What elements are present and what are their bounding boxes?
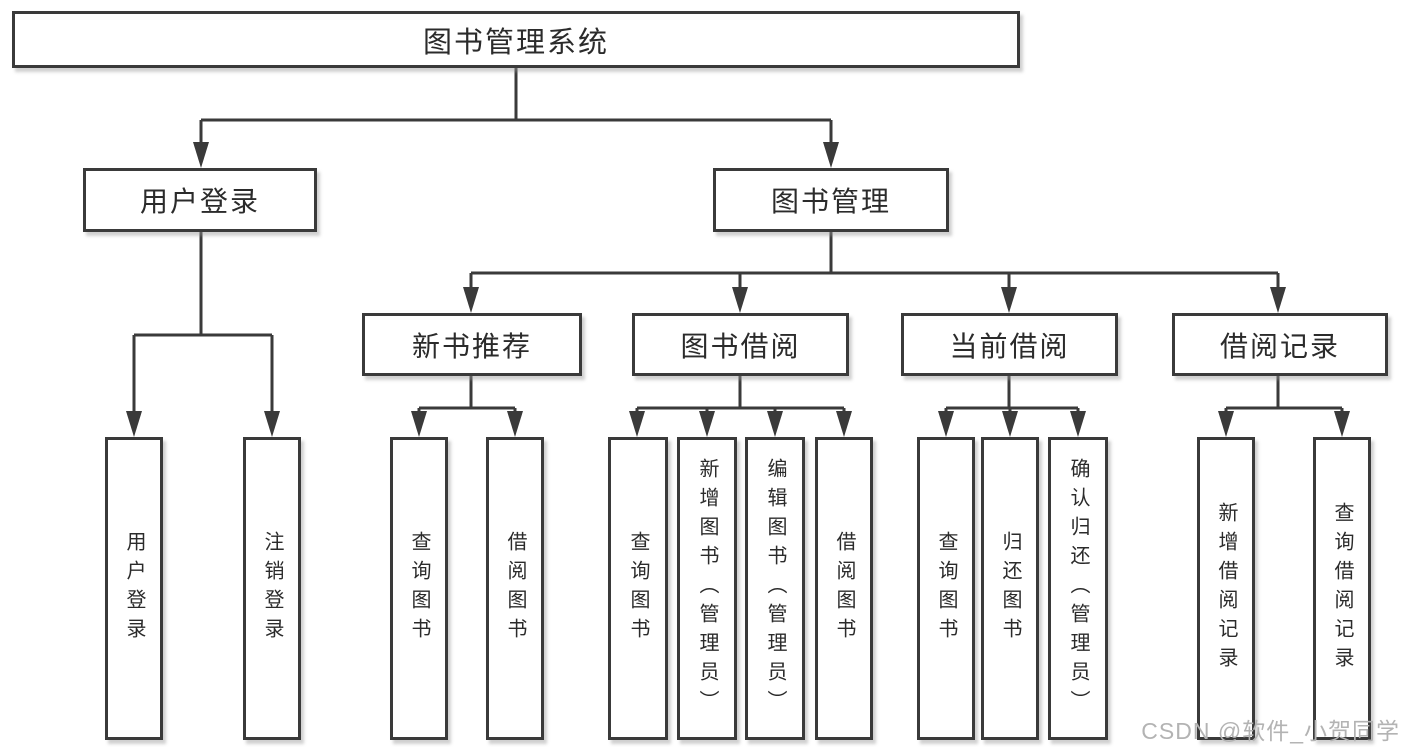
- node-leaf-query-books-recommend: 查询图书: [390, 437, 448, 740]
- node-label: 图书管理系统: [422, 26, 609, 59]
- node-leaf-query-books-borrowing: 查询图书: [608, 437, 668, 740]
- node-label: 图书管理: [770, 186, 891, 217]
- node-label: 当前借阅: [949, 330, 1070, 362]
- node-label: 归还图书: [999, 530, 1021, 647]
- node-leaf-add-books-admin: 新增图书（管理员）: [677, 437, 737, 740]
- node-root-library-management-system: 图书管理系统: [12, 11, 1020, 68]
- node-leaf-query-books-current: 查询图书: [917, 437, 975, 740]
- node-label: 查询图书: [408, 530, 430, 647]
- node-label: 用户登录: [139, 186, 260, 217]
- node-label: 用户登录: [123, 530, 145, 647]
- node-leaf-edit-books-admin: 编辑图书（管理员）: [745, 437, 805, 740]
- node-leaf-add-borrow-record: 新增借阅记录: [1197, 437, 1255, 740]
- node-label: 图书借阅: [680, 330, 801, 362]
- node-leaf-query-borrow-record: 查询借阅记录: [1313, 437, 1371, 740]
- node-label: 新增图书（管理员）: [696, 458, 718, 719]
- node-borrowing-records: 借阅记录: [1172, 313, 1388, 376]
- node-leaf-logout: 注销登录: [243, 437, 301, 740]
- node-user-login-group: 用户登录: [83, 168, 317, 232]
- node-new-book-recommendation: 新书推荐: [362, 313, 582, 376]
- node-label: 新书推荐: [411, 330, 532, 362]
- node-leaf-return-books: 归还图书: [981, 437, 1039, 740]
- node-label: 查询借阅记录: [1331, 501, 1353, 676]
- node-label: 确认归还（管理员）: [1067, 458, 1089, 719]
- node-leaf-borrow-books-recommend: 借阅图书: [486, 437, 544, 740]
- node-label: 借阅记录: [1219, 330, 1340, 362]
- node-current-borrowing: 当前借阅: [901, 313, 1118, 376]
- node-label: 借阅图书: [504, 530, 526, 647]
- node-book-borrowing: 图书借阅: [632, 313, 849, 376]
- node-leaf-user-login: 用户登录: [105, 437, 163, 740]
- node-label: 查询图书: [627, 530, 649, 647]
- node-leaf-borrow-books: 借阅图书: [815, 437, 873, 740]
- node-label: 查询图书: [935, 530, 957, 647]
- watermark: CSDN @软件_小贺同学: [1141, 718, 1400, 744]
- node-book-management: 图书管理: [713, 168, 949, 232]
- node-leaf-confirm-return-admin: 确认归还（管理员）: [1048, 437, 1108, 740]
- node-label: 新增借阅记录: [1215, 501, 1237, 676]
- node-label: 注销登录: [261, 530, 283, 647]
- node-label: 编辑图书（管理员）: [764, 458, 786, 719]
- node-label: 借阅图书: [833, 530, 855, 647]
